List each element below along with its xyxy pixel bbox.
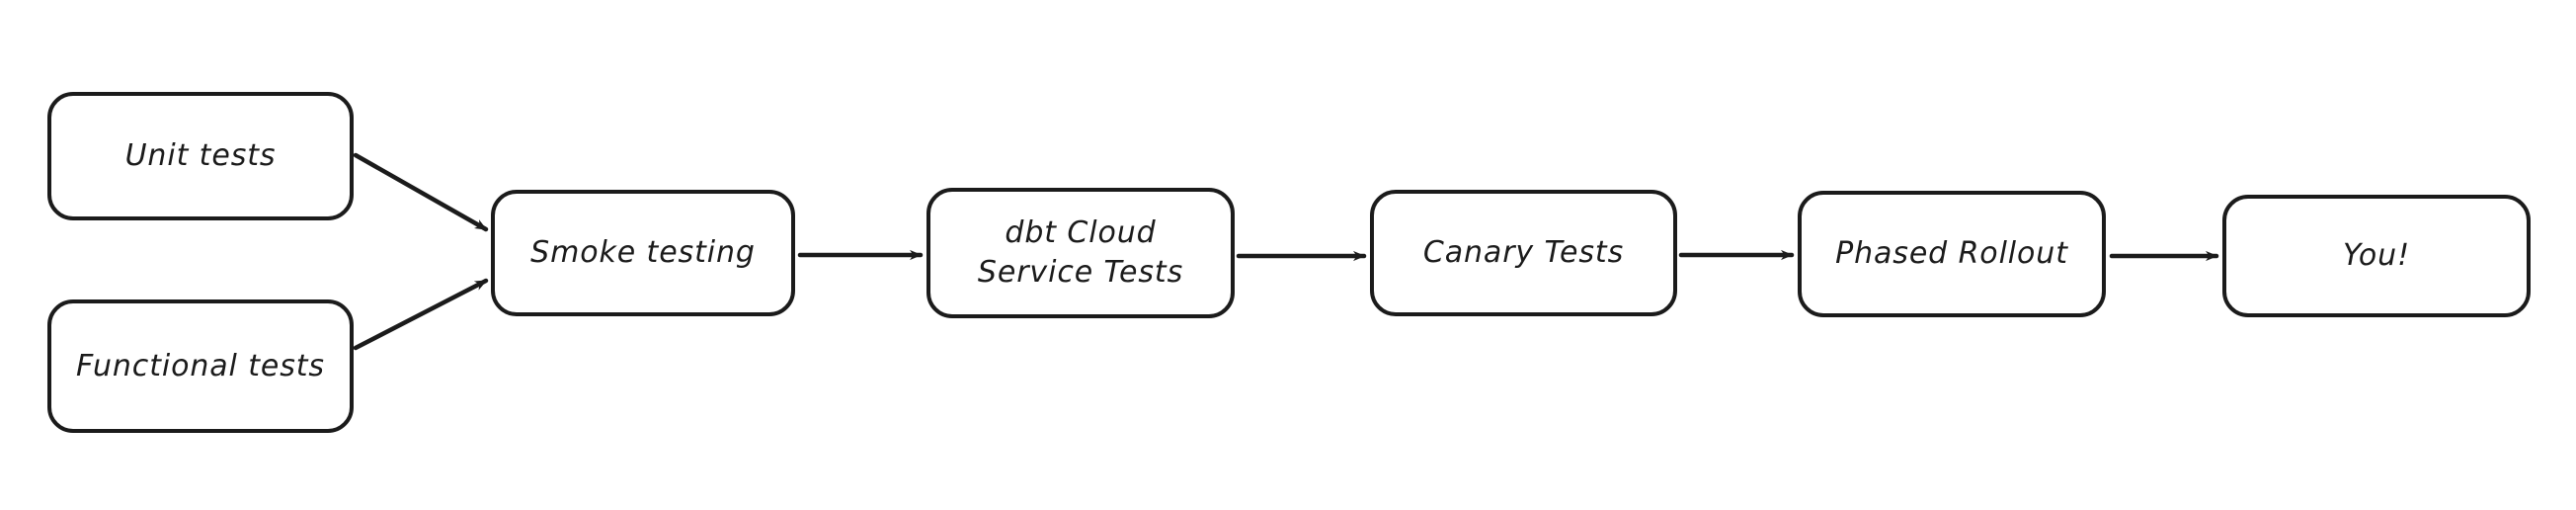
node-canary-tests[interactable]: Canary Tests [1370,190,1677,316]
edge-functional-tests-to-smoke-testing [353,278,489,351]
node-smoke-testing[interactable]: Smoke testing [491,190,795,316]
edge-unit-tests-to-smoke-testing [353,152,489,232]
node-functional-tests[interactable]: Functional tests [47,299,354,433]
node-you[interactable]: You! [2222,195,2531,317]
node-dbt-cloud-service-tests[interactable]: dbt Cloud Service Tests [926,188,1235,318]
node-unit-tests-label: Unit tests [124,138,277,174]
node-phased-rollout[interactable]: Phased Rollout [1798,191,2106,317]
node-you-label: You! [2342,238,2411,274]
node-canary-tests-label: Canary Tests [1422,235,1625,271]
node-phased-rollout-label: Phased Rollout [1835,236,2068,272]
node-dbt-cloud-service-tests-label: dbt Cloud Service Tests [977,215,1184,290]
node-smoke-testing-label: Smoke testing [530,235,756,271]
node-functional-tests-label: Functional tests [76,348,325,383]
node-unit-tests[interactable]: Unit tests [47,92,354,220]
